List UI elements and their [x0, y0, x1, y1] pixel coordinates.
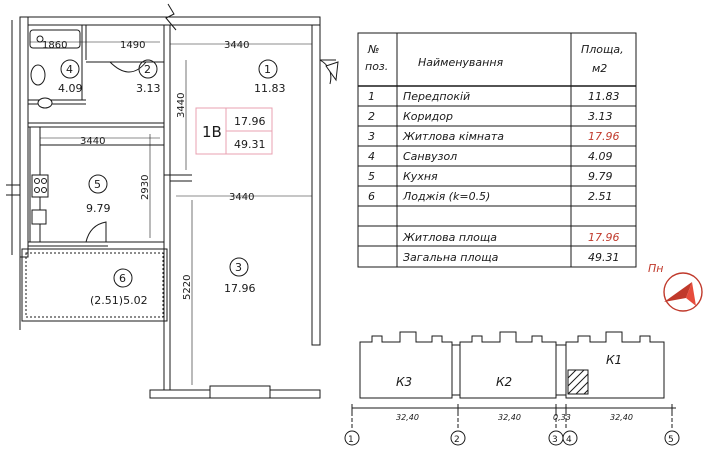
row-6-area: 2.51: [588, 190, 613, 203]
area-table-text: № поз. Найменування Площа, м2 1 Передпок…: [365, 43, 624, 264]
row-2-name: Коридор: [403, 110, 453, 123]
axis-1: 1: [348, 435, 354, 445]
dim-3440-kitchen: 3440: [80, 136, 105, 147]
row-5-name: Кухня: [403, 170, 438, 183]
header-area-line2: м2: [592, 62, 607, 75]
section-k3: К3: [396, 375, 412, 389]
room-5-number: 5: [94, 178, 101, 191]
room-4-number: 4: [66, 63, 73, 76]
header-name: Найменування: [418, 56, 504, 69]
area-table: [357, 32, 637, 268]
room-3-area: 17.96: [224, 282, 256, 295]
span-2: 32,40: [498, 413, 521, 422]
row-1-area: 11.83: [588, 90, 620, 103]
axis-3: 3: [552, 435, 558, 445]
row-4-name: Санвузол: [403, 150, 457, 163]
room-2-number: 2: [144, 63, 151, 76]
key-plan-labels: К3 К2 К1 32,40 32,40 0,33 32,40 1 2 3 4 …: [348, 353, 674, 445]
row-6-num: 6: [368, 190, 375, 203]
apartment-label: 1B 17.96 49.31: [202, 115, 266, 151]
section-k1: К1: [606, 353, 622, 367]
row-2-area: 3.13: [588, 110, 613, 123]
dim-1490: 1490: [120, 40, 145, 51]
axis-2: 2: [454, 435, 460, 445]
room-1-area: 11.83: [254, 82, 286, 95]
header-area-line1: Площа,: [581, 43, 624, 56]
row-4-num: 4: [368, 150, 375, 163]
total-living-name: Житлова площа: [402, 231, 497, 244]
row-1-num: 1: [368, 90, 375, 103]
north-label: Пн: [648, 262, 663, 275]
dimension-labels: 1860 1490 3440 3440 3440 3440 2930 5220: [42, 40, 254, 300]
header-num-line2: поз.: [365, 60, 388, 73]
room-1-number: 1: [264, 63, 271, 76]
room-6-area: (2.51)5.02: [90, 294, 148, 307]
apartment-type: 1B: [202, 123, 222, 141]
apartment-living-area: 17.96: [234, 115, 266, 128]
room-3-number: 3: [235, 261, 242, 274]
axis-4: 4: [566, 435, 572, 445]
span-1: 32,40: [396, 413, 419, 422]
header-num-line1: №: [367, 43, 379, 56]
key-plan: [344, 331, 680, 446]
total-living-area: 17.96: [588, 231, 620, 244]
total-area-name: Загальна площа: [403, 251, 499, 264]
row-6-name: Лоджія (k=0.5): [402, 190, 490, 203]
dim-5220: 5220: [182, 275, 193, 300]
row-3-num: 3: [368, 130, 375, 143]
room-labels: 4 4.09 2 3.13 1 11.83 5 9.79 3 17.96 6 (…: [58, 63, 286, 307]
total-area-value: 49.31: [588, 251, 620, 264]
section-k2: К2: [496, 375, 512, 389]
room-6-number: 6: [119, 272, 126, 285]
apartment-floor-plan: [6, 3, 339, 399]
span-3: 0,33: [553, 413, 571, 422]
apartment-total-area: 49.31: [234, 138, 266, 151]
north-arrow: Пн: [648, 262, 703, 312]
room-5-area: 9.79: [86, 202, 111, 215]
dim-3440-vertical: 3440: [176, 93, 187, 118]
row-3-name: Житлова кімната: [402, 130, 504, 143]
room-4-area: 4.09: [58, 82, 83, 95]
row-5-area: 9.79: [588, 170, 613, 183]
dim-2930: 2930: [140, 175, 151, 200]
row-3-area: 17.96: [588, 130, 620, 143]
span-4: 32,40: [610, 413, 633, 422]
room-2-area: 3.13: [136, 82, 161, 95]
row-5-num: 5: [368, 170, 375, 183]
row-2-num: 2: [368, 110, 375, 123]
row-4-area: 4.09: [588, 150, 613, 163]
dim-3440-room: 3440: [229, 192, 254, 203]
row-1-name: Передпокій: [403, 90, 470, 103]
dim-3440-top: 3440: [224, 40, 249, 51]
dim-1860: 1860: [42, 40, 67, 51]
axis-5: 5: [668, 435, 674, 445]
